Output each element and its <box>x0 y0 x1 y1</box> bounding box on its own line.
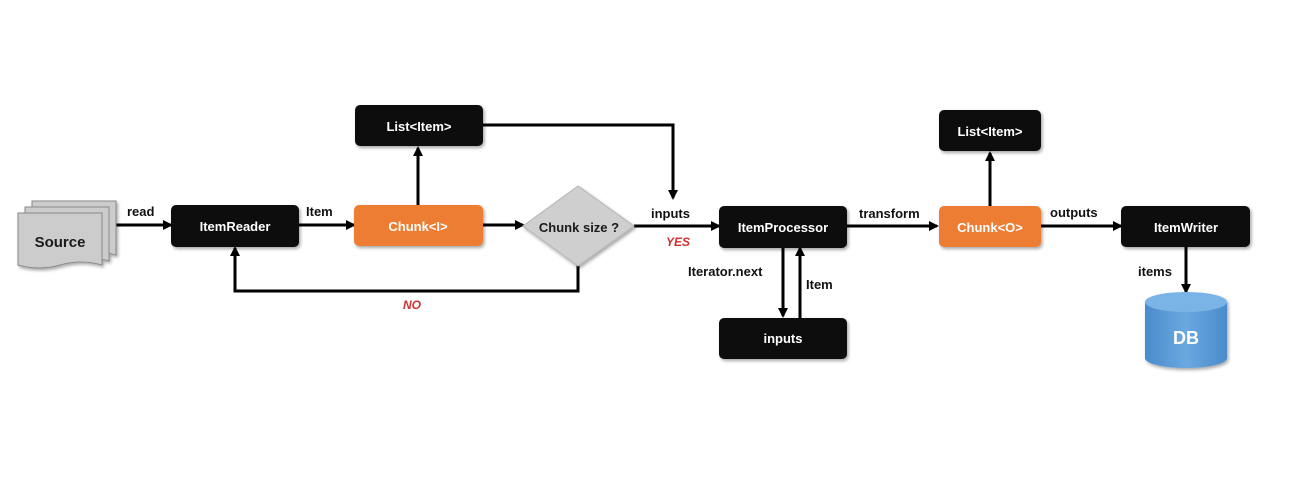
itemreader-label: ItemReader <box>200 219 271 234</box>
db-cylinder-top <box>1145 292 1227 312</box>
itemprocessor-box <box>719 206 847 248</box>
itemwriter-box <box>1121 206 1250 247</box>
list-item-input-label: List<Item> <box>386 119 451 134</box>
chunk-input-label: Chunk<I> <box>388 219 448 234</box>
chunk-input-box <box>354 205 483 246</box>
edge-label-items: items <box>1138 264 1172 279</box>
chunk-size-decision-label: Chunk size ? <box>539 220 619 235</box>
db-cylinder <box>1145 292 1227 368</box>
source-node <box>17 200 117 269</box>
inputs-label: inputs <box>764 331 803 346</box>
chunk-size-decision-diamond <box>522 185 635 267</box>
db-cylinder-body <box>1145 302 1227 368</box>
connectors <box>114 123 1191 318</box>
list-item-input-box <box>355 105 483 146</box>
edge-label-read: read <box>127 204 155 219</box>
edge-label-outputs: outputs <box>1050 205 1098 220</box>
source-doc-front <box>17 212 103 269</box>
edge-label-yes: YES <box>666 235 690 249</box>
inputs-box <box>719 318 847 359</box>
edge-label-inputs: inputs <box>651 206 690 221</box>
itemprocessor-label: ItemProcessor <box>738 220 828 235</box>
list-item-output-label: List<Item> <box>957 124 1022 139</box>
itemwriter-label: ItemWriter <box>1154 220 1218 235</box>
edge-label-item: Item <box>306 204 333 219</box>
edge-label-no: NO <box>403 298 422 312</box>
edge-label-item-return: Item <box>806 277 833 292</box>
arrow-list-item-to-inputs <box>483 123 678 200</box>
source-label: Source <box>35 234 86 251</box>
arrow-decision-no-to-itemreader <box>230 246 580 293</box>
list-item-output-box <box>939 110 1041 151</box>
db-label: DB <box>1173 328 1199 348</box>
chunk-output-label: Chunk<O> <box>957 220 1023 235</box>
edge-label-iterator-next: Iterator.next <box>688 264 763 279</box>
chunk-output-box <box>939 206 1041 247</box>
edge-label-transform: transform <box>859 206 920 221</box>
itemreader-box <box>171 205 299 247</box>
